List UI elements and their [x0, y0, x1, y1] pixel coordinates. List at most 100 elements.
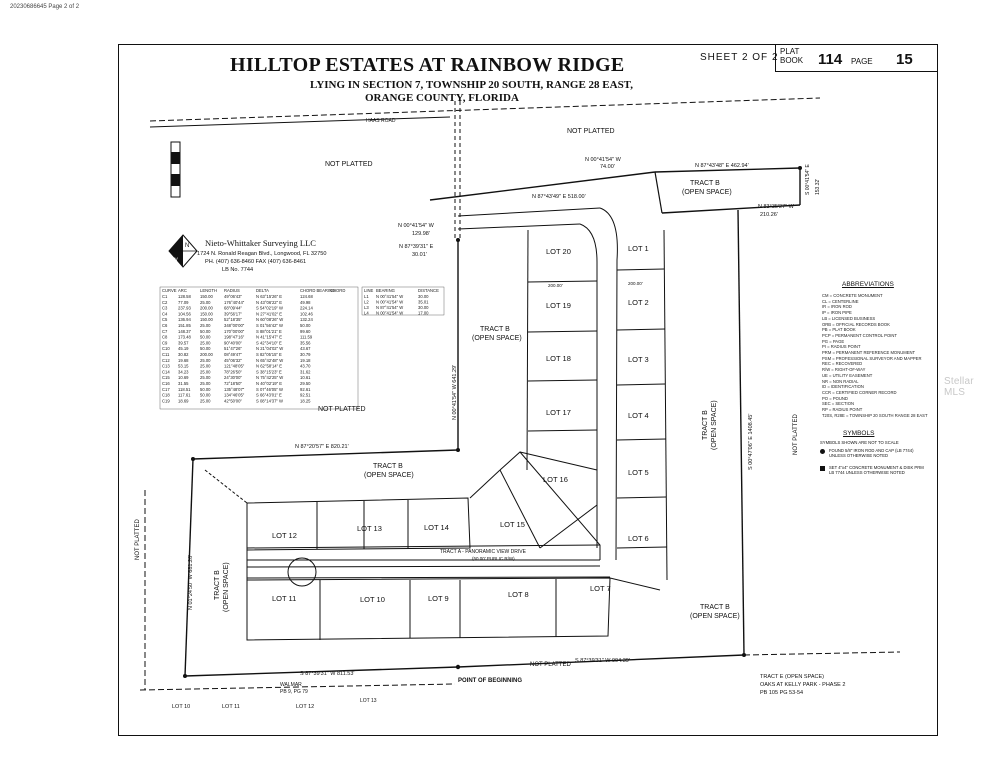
curve-table-cell: N 63°15'26" E [256, 294, 282, 299]
curve-table-cell: 50.00 [200, 387, 211, 392]
east-boundary [737, 209, 745, 656]
line-table-cell: N 87°41'54" W [376, 305, 403, 310]
curve-table-cell: 29.50 [300, 381, 311, 386]
curve-table-cell: 50.00 [200, 346, 211, 351]
abbreviation-item: SEC = SECTION [822, 401, 854, 407]
walmar-lot-13: LOT 13 [360, 698, 377, 704]
abbreviation-item: PB = PLAT BOOK [822, 327, 856, 333]
curve-table-cell: C15 [162, 375, 170, 380]
curve-table-cell: 117.61 [178, 393, 191, 398]
tract-a-label: TRACT A - PANORAMIC VIEW DRIVE [440, 549, 526, 555]
tract-b-sw-sub: (OPEN SPACE) [364, 472, 414, 479]
lot-20-label: LOT 20 [546, 247, 571, 256]
page-number: 15 [896, 51, 913, 68]
curve-table-cell: C3 [162, 306, 168, 311]
tract-b-se-label: TRACT B [700, 604, 730, 611]
lot-3-label: LOT 3 [628, 355, 649, 364]
lot-2-label: LOT 2 [628, 298, 649, 307]
line-table-cell: L1 [364, 294, 369, 299]
not-platted-ne: NOT PLATTED [567, 128, 615, 135]
curve-table-cell: C13 [162, 364, 170, 369]
watermark: Stellar MLS [944, 376, 974, 398]
curve-table-cell: 90°40'00" [224, 340, 242, 345]
book-label: BOOK [780, 56, 804, 65]
curve-table-cell: S 01°56'42" W [256, 323, 283, 328]
symbol-monument-text: SET 4"x4" CONCRETE MONUMENT & DISK PRM L… [829, 465, 924, 475]
tract-b-ne-sub: (OPEN SPACE) [682, 189, 732, 196]
abbreviation-item: ORB = OFFICIAL RECORDS BOOK [822, 321, 890, 327]
curve-table-cell: 35.56 [300, 340, 311, 345]
plat-book-box [775, 44, 938, 72]
curve-table-cell: 348°00'00" [224, 323, 245, 328]
lot-19-label: LOT 19 [546, 301, 571, 310]
lot-9-label: LOT 9 [428, 594, 449, 603]
south-boundary [184, 666, 459, 677]
curve-table-cell: 25.00 [200, 323, 211, 328]
walmar-pb-label: PB 9, PG 79 [280, 689, 308, 695]
abbreviation-item: T20S, R28E = TOWNSHIP 20 SOUTH RANGE 28 … [822, 412, 928, 418]
curve-table-cell: 68°09'44" [224, 306, 242, 311]
curve-table-cell: 19.68 [178, 358, 189, 363]
curve-table-cell: C7 [162, 329, 168, 334]
curve-table-cell: C19 [162, 398, 170, 403]
bearing-n-87-518: N 87°43'49" E 518.00' [532, 194, 586, 200]
curve-table-cell: S 42°34'10" E [256, 340, 282, 345]
distance-74: 74.00' [600, 164, 615, 170]
page-label: PAGE [851, 57, 873, 66]
line-table-cell: N 00°41'54" W [376, 311, 403, 316]
tract-b-mid-sub: (OPEN SPACE) [472, 335, 522, 342]
not-platted-s: NOT PLATTED [530, 662, 571, 668]
lot-14-label: LOT 14 [424, 523, 449, 532]
curve-table-cell: 50.00 [300, 323, 311, 328]
plat-title: HILLTOP ESTATES AT RAINBOW RIDGE [230, 54, 625, 76]
lot-1-label: LOT 1 [628, 244, 649, 253]
iron-rod-symbol-icon [820, 449, 825, 454]
section-line-north [149, 97, 821, 122]
lot-12-label: LOT 12 [272, 531, 297, 540]
lot-15-label: LOT 15 [500, 520, 525, 529]
lot-4-label: LOT 4 [628, 411, 649, 420]
bearing-south-east: S 87°39'31" W 904.39' [575, 658, 630, 664]
lot-17-label: LOT 17 [546, 408, 571, 417]
sheet-number: SHEET 2 OF 2 [700, 52, 779, 63]
curve-table-cell: 176°40'44" [224, 300, 245, 305]
curve-table-cell: 50.00 [200, 393, 211, 398]
north-arrow-logo: N W [168, 234, 198, 268]
tract-e-label: TRACT E (OPEN SPACE) [760, 674, 824, 680]
tract-b-east-sub: (OPEN SPACE) [711, 400, 718, 450]
curve-table-cell: 170°00'00" [224, 329, 245, 334]
lot-6-label: LOT 6 [628, 534, 649, 543]
curve-table-cell: 34.23 [178, 369, 189, 374]
curve-table-cell: 45.19 [178, 346, 189, 351]
abbreviation-item: RP = RADIUS POINT [822, 407, 863, 413]
curve-table-cell: C1 [162, 294, 168, 299]
line-table-cell: L2 [364, 300, 369, 305]
curve-table-cell: 45°06'32" [224, 358, 242, 363]
line-table-cell: 35.01 [418, 300, 429, 305]
lot-13-label: LOT 13 [357, 524, 382, 533]
curve-table-cell: C6 [162, 323, 168, 328]
curve-table-cell: 25.00 [200, 358, 211, 363]
distance-30: 30.01' [412, 252, 427, 258]
lot-8-label: LOT 8 [508, 590, 529, 599]
lot-5-label: LOT 5 [628, 468, 649, 477]
bearing-n-00-129: N 00°41'54" W [398, 223, 434, 229]
curve-table-cell: C8 [162, 335, 168, 340]
tract-b-east-label: TRACT B [702, 410, 709, 440]
curve-table-cell: 118.51 [178, 387, 191, 392]
curve-table-cell: 25.00 [200, 364, 211, 369]
abbreviation-item: PSM = PROFESSIONAL SURVEYOR AND MAPPER [822, 355, 922, 361]
monument-symbol-icon [820, 466, 825, 471]
abbreviation-item: CCR = CERTIFIED CORNER RECORD [822, 389, 897, 395]
curve-table-cell: 128.58 [178, 294, 191, 299]
curve-table-cell: N 21°04'02" W [256, 346, 283, 351]
tract-b-mid-label: TRACT B [480, 326, 510, 333]
symbols-note: SYMBOLS SHOWN ARE NOT TO SCALE [820, 440, 899, 445]
curve-table-cell: S 38°15'23" E [256, 369, 282, 374]
plat-subtitle-2: ORANGE COUNTY, FLORIDA [365, 92, 519, 104]
curve-table-cell: S 54°02'19" W [256, 306, 283, 311]
curve-table-cell: S 07°46'05" W [256, 387, 283, 392]
curve-table-cell: 173.48 [178, 335, 191, 340]
line-table-cell: L4 [364, 311, 369, 316]
